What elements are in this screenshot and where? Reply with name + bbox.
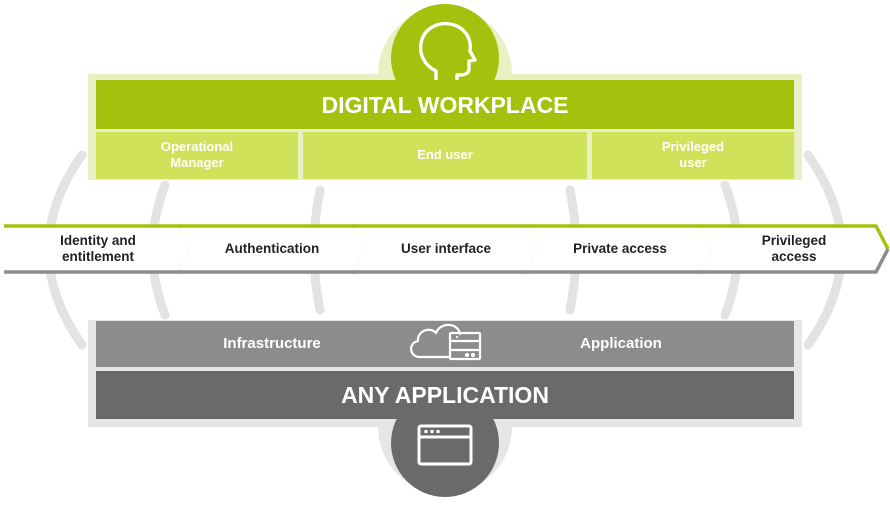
- browser-window-icon: [417, 424, 473, 466]
- chevron-shape: [178, 226, 366, 272]
- chevron-shape: [352, 226, 540, 272]
- capability-chevron: User interface: [352, 224, 542, 274]
- user-label-operational-manager-line1: Operational: [161, 139, 233, 154]
- cloud-server-icon: [410, 323, 482, 361]
- chevron-bottom-edge: [700, 248, 890, 274]
- person-head-icon: [418, 21, 477, 84]
- digital-workplace-section: DIGITAL WORKPLACE Operational Manager En…: [88, 4, 802, 180]
- capability-label-line2: access: [771, 249, 816, 264]
- any-application-title-bar: [96, 371, 794, 419]
- capability-label-line1: Identity and: [60, 233, 136, 248]
- capability-label-line1: Privileged: [762, 233, 827, 248]
- infra-app-bar: [96, 321, 794, 367]
- user-box-privileged-user: [592, 132, 794, 179]
- any-application-title: ANY APPLICATION: [341, 382, 549, 408]
- capability-label: Authentication: [225, 241, 320, 256]
- chevron-shape: [526, 226, 714, 272]
- user-label-privileged-user-line2: user: [679, 155, 706, 170]
- user-label-privileged-user-line1: Privileged: [662, 139, 724, 154]
- user-label-end-user: End user: [417, 147, 473, 162]
- chevron-top-edge: [700, 224, 890, 250]
- capability-label-line2: entitlement: [62, 249, 135, 264]
- capability-chevron: Private access: [526, 224, 716, 274]
- application-label: Application: [580, 335, 662, 352]
- user-label-operational-manager-line2: Manager: [170, 155, 223, 170]
- digital-workplace-title: DIGITAL WORKPLACE: [321, 92, 568, 118]
- capability-label: Private access: [573, 241, 667, 256]
- capability-label: User interface: [401, 241, 492, 256]
- any-application-section: Infrastructure Application ANY APPLICATI…: [88, 320, 802, 497]
- infrastructure-label: Infrastructure: [223, 335, 321, 352]
- user-box-operational-manager: [96, 132, 298, 179]
- chevron-shape: [700, 226, 888, 272]
- capability-chevron: Authentication: [178, 224, 368, 274]
- browser-window-dots: [424, 429, 440, 434]
- chevron-shape: [4, 226, 192, 272]
- user-box-end-user: [303, 132, 587, 179]
- digital-workplace-title-bar: [96, 80, 794, 129]
